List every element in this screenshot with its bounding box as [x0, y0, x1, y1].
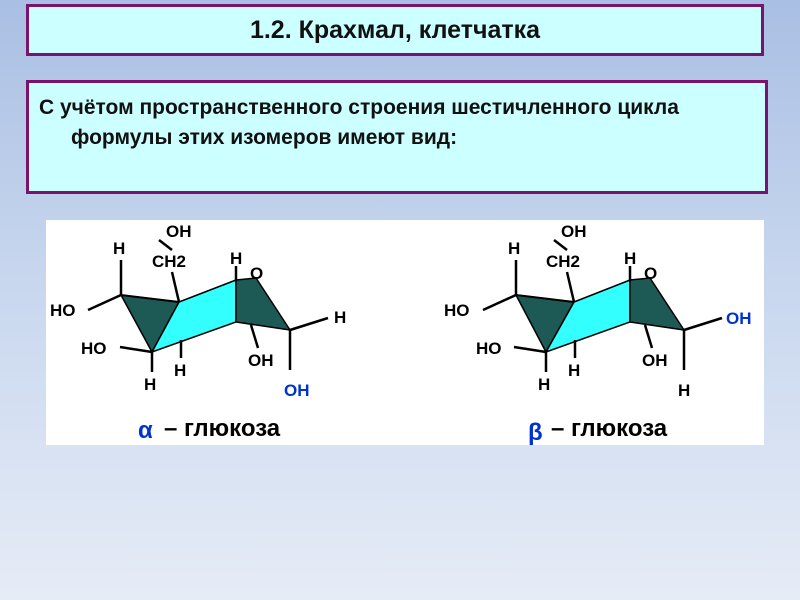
alpha-h-bottom-left: H: [144, 375, 156, 394]
beta-h-anomeric: H: [678, 381, 690, 400]
beta-ho-left: HO: [444, 301, 470, 320]
beta-oh-bottom: OH: [642, 351, 668, 370]
alpha-oh-bottom: OH: [248, 351, 274, 370]
beta-h-top-right: H: [624, 249, 636, 268]
alpha-h-right: H: [334, 308, 346, 327]
beta-oh-top: OH: [561, 222, 587, 241]
glucose-structures-figure: OH CH2 H H O HO HO H H H OH OH α – глюко…: [46, 220, 764, 445]
beta-caption-greek: β: [528, 419, 543, 445]
alpha-caption: – глюкоза: [164, 415, 281, 442]
body-text: С учётом пространственного строения шест…: [39, 96, 679, 149]
alpha-oh-top: OH: [166, 222, 192, 241]
alpha-h-top-left: H: [113, 239, 125, 258]
beta-ring-o: O: [644, 264, 657, 283]
alpha-h-top-right: H: [230, 249, 242, 268]
beta-caption: – глюкоза: [551, 415, 668, 442]
beta-ring-face-right: [629, 277, 686, 331]
slide-title: 1.2. Крахмал, клетчатка: [249, 15, 541, 44]
beta-glucose-structure: OH CH2 H H O HO HO OH H H OH H β – глюко…: [444, 222, 752, 445]
alpha-ch2: CH2: [152, 252, 186, 271]
beta-ho-lower: HO: [476, 339, 502, 358]
alpha-ring-o: O: [250, 264, 263, 283]
beta-ch2: CH2: [546, 252, 580, 271]
alpha-ho-lower: HO: [81, 339, 107, 358]
glucose-structures-svg: OH CH2 H H O HO HO H H H OH OH α – глюко…: [50, 222, 752, 445]
beta-h-bottom-left: H: [538, 375, 550, 394]
beta-h-bottom-mid: H: [568, 361, 580, 380]
beta-oh-anomeric: OH: [726, 309, 752, 328]
alpha-glucose-structure: OH CH2 H H O HO HO H H H OH OH α – глюко…: [50, 222, 346, 444]
alpha-caption-greek: α: [138, 417, 153, 444]
alpha-oh-anomeric: OH: [284, 381, 310, 400]
beta-h-top-left: H: [508, 239, 520, 258]
alpha-ho-left: HO: [50, 301, 76, 320]
title-box: 1.2. Крахмал, клетчатка: [26, 4, 764, 56]
alpha-h-bottom-mid: H: [174, 361, 186, 380]
body-text-box: С учётом пространственного строения шест…: [26, 80, 768, 194]
alpha-ring-face-right: [235, 277, 292, 331]
